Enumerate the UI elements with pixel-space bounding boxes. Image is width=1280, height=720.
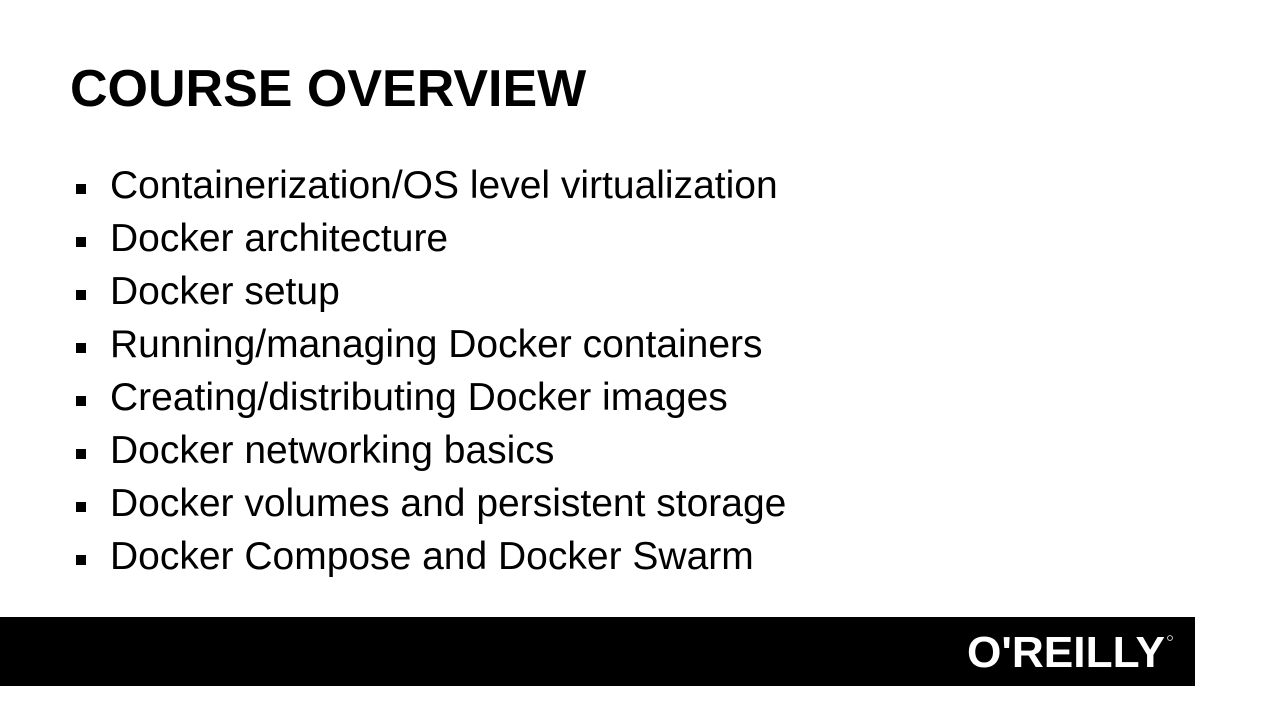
square-bullet-icon xyxy=(76,343,86,354)
slide-title: COURSE OVERVIEW xyxy=(70,60,587,118)
footer-bar: O'REILLY xyxy=(0,617,1195,686)
square-bullet-icon xyxy=(76,237,86,248)
bullet-item: Docker setup xyxy=(0,266,1280,319)
bullet-item: Creating/distributing Docker images xyxy=(0,372,1280,425)
oreilly-logo-icon: O'REILLY xyxy=(967,617,1173,686)
bullet-text: Creating/distributing Docker images xyxy=(110,376,728,419)
bullet-text: Docker networking basics xyxy=(110,428,555,472)
square-bullet-icon xyxy=(76,448,86,459)
bullet-list: Containerization/OS level virtualization… xyxy=(0,160,1280,583)
square-bullet-icon xyxy=(76,184,86,195)
bullet-item: Docker networking basics xyxy=(0,424,1280,477)
bullet-text: Docker volumes and persistent storage xyxy=(110,481,787,525)
bullet-text: Docker setup xyxy=(110,270,340,314)
bullet-text: Running/managing Docker containers xyxy=(110,323,763,367)
square-bullet-icon xyxy=(76,396,86,406)
square-bullet-icon xyxy=(76,501,86,512)
bullet-text: Containerization/OS level virtualization xyxy=(110,164,778,208)
bullet-text: Docker Compose and Docker Swarm xyxy=(110,534,754,578)
bullet-item: Containerization/OS level virtualization xyxy=(0,160,1280,213)
square-bullet-icon xyxy=(76,554,86,565)
square-bullet-icon xyxy=(76,290,86,301)
logo-text: O'REILLY xyxy=(967,631,1165,673)
bullet-item: Running/managing Docker containers xyxy=(0,319,1280,372)
bullet-item: Docker architecture xyxy=(0,213,1280,266)
bullet-item: Docker Compose and Docker Swarm xyxy=(0,530,1280,583)
bullet-text: Docker architecture xyxy=(110,217,449,261)
bullet-item: Docker volumes and persistent storage xyxy=(0,477,1280,530)
